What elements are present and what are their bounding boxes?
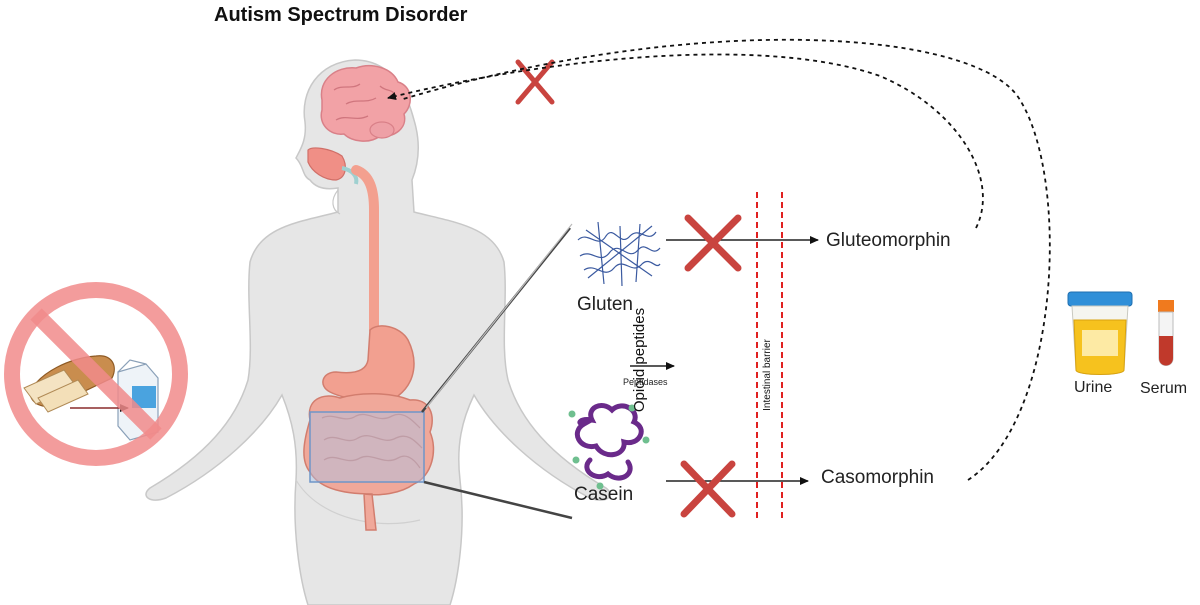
urine-label: Urine: [1074, 379, 1113, 396]
gluteomorphin-label: Gluteomorphin: [826, 230, 951, 251]
casomorphin-label: Casomorphin: [821, 467, 934, 488]
casein-molecule-icon: [568, 403, 650, 490]
esophagus: [351, 165, 379, 335]
red-x-icon: [680, 460, 736, 518]
path-casomorphin-to-brain: [399, 38, 1051, 481]
intestine-highlight-box: [309, 411, 425, 483]
gluten-molecule-icon: [577, 221, 661, 287]
serum-label: Serum: [1140, 380, 1188, 397]
no-gluten-casein-food-icon: [4, 282, 188, 466]
peptidases-label: Peptidases: [623, 377, 668, 387]
path-gluteomorphin-to-brain: [387, 53, 984, 229]
zoom-line-lower: [423, 480, 573, 520]
gluten-label: Gluten: [577, 294, 633, 315]
opioid-peptides-label: Opioid peptides: [631, 307, 648, 413]
red-x-icon: [684, 214, 742, 272]
serum-tube-icon: [1158, 300, 1174, 366]
urine-cup-icon: [1067, 291, 1133, 375]
intestines-icon: [303, 392, 435, 531]
intestinal-barrier-label: Intestinal barrier: [762, 339, 773, 411]
diagram-title: Autism Spectrum Disorder: [214, 4, 468, 26]
casein-label: Casein: [574, 484, 634, 505]
brain-icon: [320, 64, 411, 142]
zoom-line-upper-shadow: [425, 223, 573, 409]
